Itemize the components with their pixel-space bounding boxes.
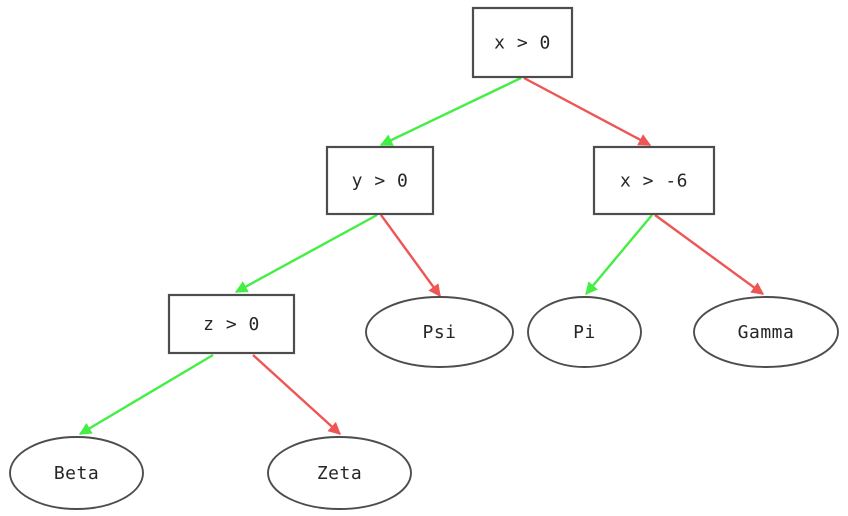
node-label-beta: Beta	[54, 463, 99, 484]
edge-z-zeta	[252, 354, 341, 435]
edge-root-y	[379, 76, 522, 147]
node-zeta[interactable]: Zeta	[267, 436, 412, 510]
edges-layer	[78, 76, 765, 436]
node-label-z: z > 0	[203, 314, 260, 335]
node-shape-box-root	[471, 6, 574, 79]
node-pi[interactable]: Pi	[527, 296, 642, 368]
edge-xneg6-pi	[585, 214, 653, 295]
node-label-pi: Pi	[573, 322, 596, 343]
node-shape-ellipse-pi	[527, 296, 642, 368]
node-label-gamma: Gamma	[738, 322, 795, 343]
node-shape-ellipse-psi	[365, 296, 514, 368]
node-shape-box-xneg6	[592, 145, 716, 216]
edge-y-z	[234, 213, 378, 294]
node-shape-ellipse-gamma	[693, 296, 839, 368]
node-shape-box-y	[325, 145, 435, 216]
node-gamma[interactable]: Gamma	[693, 296, 839, 368]
node-label-y: y > 0	[352, 171, 409, 192]
edge-xneg6-gamma	[654, 214, 765, 295]
edge-z-beta	[78, 353, 214, 436]
node-xneg6[interactable]: x > -6	[592, 145, 716, 216]
edge-y-psi	[380, 214, 441, 298]
node-shape-ellipse-zeta	[267, 436, 412, 510]
node-z[interactable]: z > 0	[167, 293, 296, 355]
node-label-xneg6: x > -6	[620, 171, 688, 192]
node-shape-box-z	[167, 293, 296, 355]
node-label-zeta: Zeta	[317, 463, 362, 484]
node-label-root: x > 0	[494, 33, 551, 54]
edge-root-xneg6	[523, 76, 652, 147]
node-label-psi: Psi	[422, 322, 456, 343]
node-beta[interactable]: Beta	[9, 436, 144, 510]
node-root[interactable]: x > 0	[471, 6, 574, 79]
node-y[interactable]: y > 0	[325, 145, 435, 216]
node-shape-ellipse-beta	[9, 436, 144, 510]
node-psi[interactable]: Psi	[365, 296, 514, 368]
